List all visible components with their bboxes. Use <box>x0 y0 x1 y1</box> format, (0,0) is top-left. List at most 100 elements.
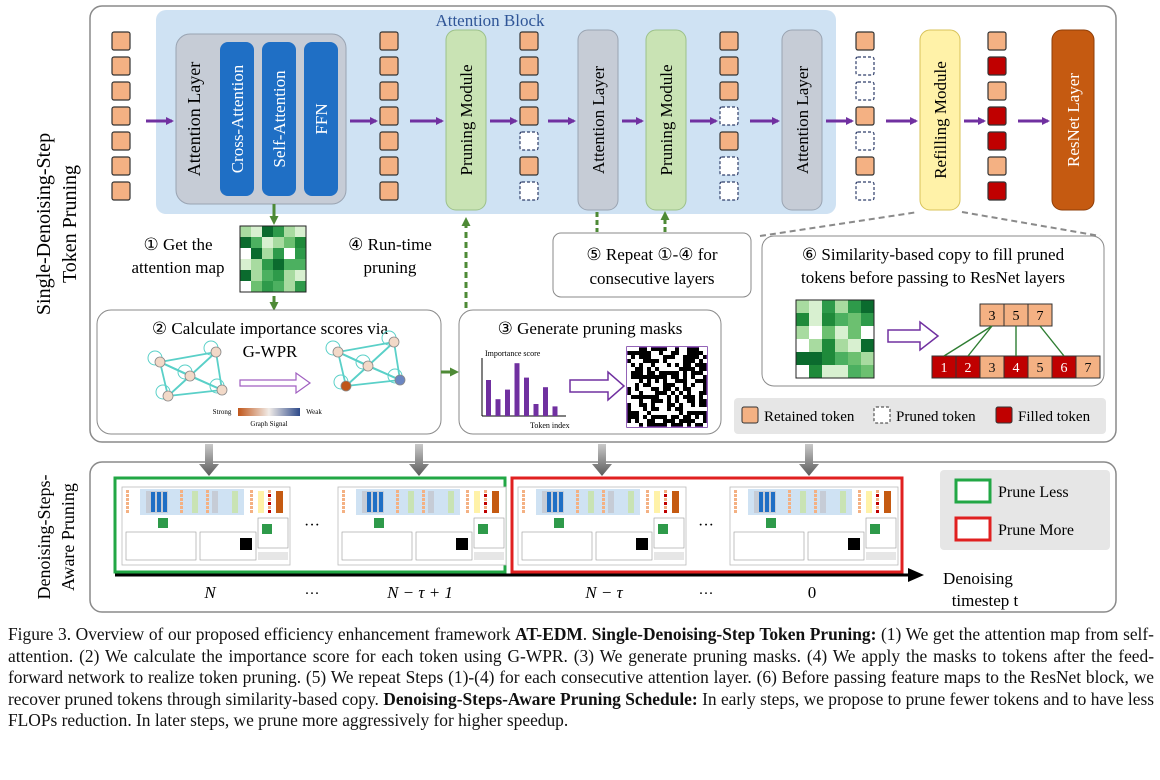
thumb-token <box>396 502 399 505</box>
copy-bottom-label: 6 <box>1061 361 1068 376</box>
thumb-token <box>342 490 345 493</box>
mask-cell <box>679 347 683 351</box>
mask-cell <box>647 407 651 411</box>
thumb-token <box>422 494 425 497</box>
thumb-token <box>180 510 183 513</box>
copy-line <box>1039 325 1065 357</box>
legend-prune-less-label: Prune Less <box>998 484 1069 501</box>
token-1-2 <box>379 81 399 101</box>
mask-cell <box>703 395 707 399</box>
thumb-token <box>788 502 791 505</box>
heat-cell <box>809 339 823 353</box>
legend-prune-less-swatch <box>954 478 992 504</box>
thumb-token <box>664 498 667 501</box>
heat-cell <box>295 237 307 249</box>
heat-cell <box>295 248 307 260</box>
thumb-token <box>522 490 525 493</box>
mask-cell <box>679 387 683 391</box>
mask-cell <box>667 367 671 371</box>
thumb-token <box>788 490 791 493</box>
mask-cell <box>639 419 643 423</box>
token-1-6 <box>379 181 399 201</box>
heat-cell <box>835 313 849 327</box>
thumb-token <box>180 502 183 505</box>
mask-cell <box>655 363 659 367</box>
mask-cell <box>639 383 643 387</box>
thumb-token <box>126 494 129 497</box>
mask-cell <box>631 407 635 411</box>
mask-cell <box>639 387 643 391</box>
thumb-token <box>250 490 253 493</box>
token-3-4 <box>719 131 739 151</box>
token-3-1 <box>719 56 739 76</box>
mask-cell <box>675 359 679 363</box>
thumb-token <box>876 490 879 493</box>
heat-cell <box>295 259 307 271</box>
thumb-module <box>212 491 218 513</box>
graph-node <box>162 390 174 402</box>
graph-edge <box>337 351 369 367</box>
graph-node <box>154 356 166 368</box>
mask-cell <box>647 363 651 367</box>
thumb-token <box>422 498 425 501</box>
mask-cell <box>675 391 679 395</box>
thumb-token <box>788 506 791 509</box>
mask-cell <box>635 399 639 403</box>
heat-cell <box>262 281 274 293</box>
thumb-step6 <box>257 517 289 549</box>
thumb-token <box>126 510 129 513</box>
copy-bottom-label: 2 <box>965 361 972 376</box>
thumb-token <box>576 494 579 497</box>
heat-cell <box>835 326 849 340</box>
thumb-token <box>484 502 487 505</box>
mask-cell <box>699 355 703 359</box>
thumb-module <box>588 491 594 513</box>
thumb-refill <box>474 491 480 513</box>
mask-cell <box>667 411 671 415</box>
heat-cell <box>796 313 810 327</box>
mask-cell <box>631 403 635 407</box>
step4-line2: pruning <box>364 258 417 277</box>
token-1-5 <box>379 156 399 176</box>
heat-cell <box>835 365 849 379</box>
attention-layer-3-label: Attention Layer <box>793 66 812 174</box>
thumb-token <box>466 494 469 497</box>
importance-bar <box>543 387 548 416</box>
thumb-token <box>422 490 425 493</box>
copy-example-lines <box>943 325 1065 357</box>
thumb-token <box>734 506 737 509</box>
mask-cell <box>671 363 675 367</box>
side-label-single-step: Single-Denoising-Step Token Pruning <box>33 133 81 315</box>
ellipsis-right: ··· <box>698 517 714 534</box>
caption-body-2: In early steps, we propose to prune fewe… <box>8 688 1154 731</box>
thumb-refill <box>866 491 872 513</box>
mask-cell <box>671 411 675 415</box>
graph-before <box>147 340 228 402</box>
mask-cell <box>667 415 671 419</box>
copy-bottom-label: 5 <box>1037 361 1044 376</box>
mask-cell <box>671 367 675 371</box>
thumb-token <box>342 506 345 509</box>
graph-node <box>340 380 352 392</box>
token-3-6 <box>719 181 739 201</box>
mask-cell <box>647 387 651 391</box>
timestep-label-n-tau: N − τ <box>584 583 623 602</box>
mask-cell <box>699 383 703 387</box>
thumb-token <box>734 502 737 505</box>
thumb-token <box>466 498 469 501</box>
mask-cell <box>691 423 695 427</box>
thumb-token <box>646 498 649 501</box>
thumb-token <box>788 498 791 501</box>
caption-bold-steps-aware: Denoising-Steps-Aware Pruning Schedule: <box>383 688 698 709</box>
mask-cell <box>699 415 703 419</box>
mask-cell <box>627 347 631 351</box>
thumb-step2 <box>733 531 805 561</box>
heat-cell <box>822 300 836 314</box>
heat-cell <box>809 352 823 366</box>
thumb-token <box>602 498 605 501</box>
resnet-layer <box>1051 29 1095 211</box>
mask-cell <box>655 371 659 375</box>
heat-cell <box>284 237 296 249</box>
thumb-token <box>180 506 183 509</box>
